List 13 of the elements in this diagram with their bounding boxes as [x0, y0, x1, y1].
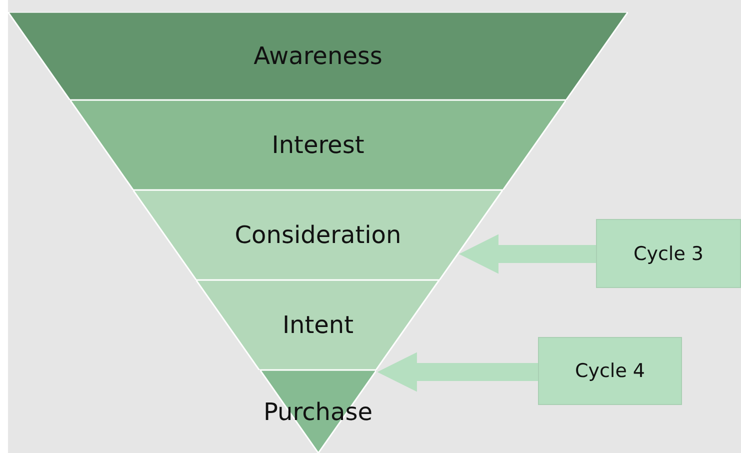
funnel-stage [70, 100, 566, 190]
cycle-box [538, 337, 682, 405]
stage-label: Intent [282, 311, 354, 339]
funnel-stage [196, 280, 440, 370]
stage-label: Consideration [234, 221, 402, 249]
arrow [458, 234, 596, 274]
stage-label: Interest [272, 131, 364, 159]
stage-label: Awareness [254, 42, 382, 70]
cycle-box [596, 219, 741, 288]
stage-label: Cycle 4 [574, 360, 646, 382]
stage-label: Cycle 3 [633, 242, 704, 264]
arrow [377, 352, 538, 392]
funnel-stage [133, 190, 503, 280]
